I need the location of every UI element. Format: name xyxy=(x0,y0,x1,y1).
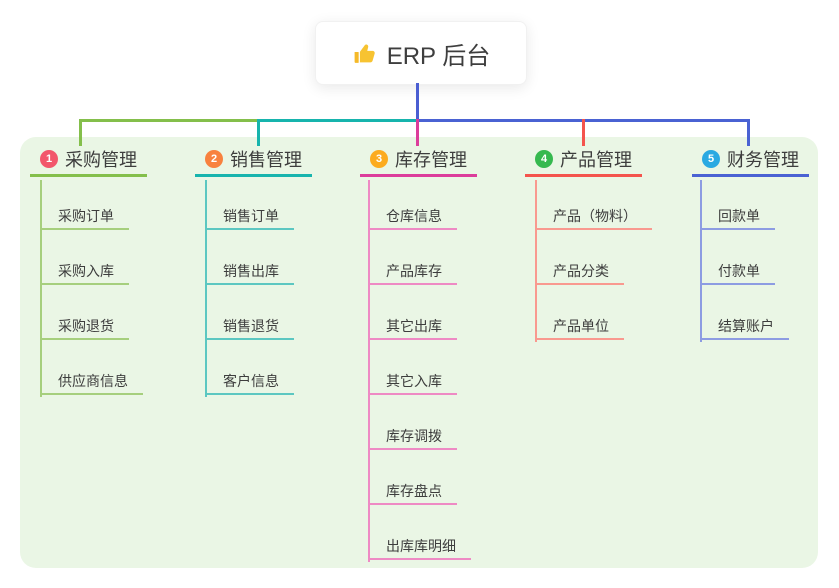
branch-header[interactable]: 3 库存管理 xyxy=(360,145,477,177)
branch-drop-line xyxy=(582,119,585,146)
child-node[interactable]: 库存盘点 xyxy=(368,479,457,505)
branch-child-connector-line xyxy=(40,180,42,397)
child-node[interactable]: 库存调拨 xyxy=(368,424,457,450)
branch-number-badge: 5 xyxy=(702,149,720,168)
branches-panel xyxy=(20,137,818,568)
branch-header[interactable]: 1 采购管理 xyxy=(30,145,147,177)
branch-label: 财务管理 xyxy=(727,149,799,170)
branch-header[interactable]: 2 销售管理 xyxy=(195,145,312,177)
branch-drop-line xyxy=(257,119,260,146)
child-node[interactable]: 产品分类 xyxy=(535,259,624,285)
child-node[interactable]: 其它出库 xyxy=(368,314,457,340)
bus-line-segment xyxy=(79,119,260,122)
branch-label: 产品管理 xyxy=(560,149,632,170)
child-node[interactable]: 其它入库 xyxy=(368,369,457,395)
child-node[interactable]: 客户信息 xyxy=(205,369,294,395)
thumbs-up-icon xyxy=(352,41,377,66)
branch-child-connector-line xyxy=(368,180,370,562)
branch-number-badge: 4 xyxy=(535,149,553,168)
branch-child-connector-line xyxy=(205,180,207,397)
child-node[interactable]: 付款单 xyxy=(700,259,775,285)
branch-child-connector-line xyxy=(535,180,537,342)
child-node[interactable]: 产品（物料） xyxy=(535,204,652,230)
branch-number-badge: 1 xyxy=(40,149,58,168)
branch-header[interactable]: 4 产品管理 xyxy=(525,145,642,177)
child-node[interactable]: 销售订单 xyxy=(205,204,294,230)
branch-label: 采购管理 xyxy=(65,149,137,170)
branch-child-connector-line xyxy=(700,180,702,342)
child-node[interactable]: 产品单位 xyxy=(535,314,624,340)
child-node[interactable]: 供应商信息 xyxy=(40,369,143,395)
branch-drop-line xyxy=(79,119,82,146)
branch-label: 库存管理 xyxy=(395,149,467,170)
child-node[interactable]: 产品库存 xyxy=(368,259,457,285)
branch-number-badge: 3 xyxy=(370,149,388,168)
child-node[interactable]: 销售退货 xyxy=(205,314,294,340)
child-node[interactable]: 采购订单 xyxy=(40,204,129,230)
child-node[interactable]: 结算账户 xyxy=(700,314,789,340)
child-node[interactable]: 采购入库 xyxy=(40,259,129,285)
branch-drop-line xyxy=(416,119,419,146)
bus-line-segment xyxy=(257,119,418,122)
root-connector-line xyxy=(416,83,419,121)
root-node[interactable]: ERP 后台 xyxy=(315,21,527,85)
root-label: ERP 后台 xyxy=(386,42,491,70)
branch-label: 销售管理 xyxy=(230,149,302,170)
child-node[interactable]: 回款单 xyxy=(700,204,775,230)
branch-drop-line xyxy=(747,119,750,146)
branch-header[interactable]: 5 财务管理 xyxy=(692,145,809,177)
child-node[interactable]: 销售出库 xyxy=(205,259,294,285)
child-node[interactable]: 仓库信息 xyxy=(368,204,457,230)
child-node[interactable]: 采购退货 xyxy=(40,314,129,340)
child-node[interactable]: 出库库明细 xyxy=(368,534,471,560)
branch-number-badge: 2 xyxy=(205,149,223,168)
